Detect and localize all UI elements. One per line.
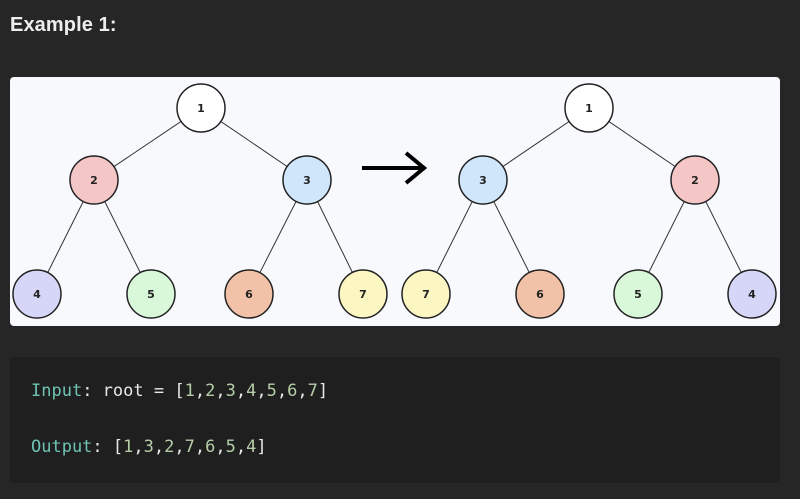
example-code-block: Input: root = [1,2,3,4,5,6,7] Output: [1…	[10, 357, 780, 483]
tree-node: 2	[670, 155, 720, 205]
array-value: 3	[143, 437, 154, 457]
tree-node: 5	[126, 269, 176, 319]
array-value: 2	[164, 437, 175, 457]
svg-text:5: 5	[147, 288, 155, 301]
svg-text:2: 2	[90, 174, 98, 187]
array-value: 2	[205, 381, 216, 401]
tree-diagram-svg: 1 2 3 4 5	[12, 83, 777, 319]
svg-text:1: 1	[585, 102, 593, 115]
array-value: 1	[184, 381, 195, 401]
tree-node: 7	[338, 269, 388, 319]
svg-text:4: 4	[33, 288, 41, 301]
array-value: 7	[307, 381, 318, 401]
tree-diagram: 1 2 3 4 5	[10, 77, 780, 326]
arrow-right-icon	[362, 151, 428, 185]
svg-text:6: 6	[536, 288, 544, 301]
output-line: Output: [1,3,2,7,6,5,4]	[31, 437, 267, 457]
tree-node: 6	[515, 269, 565, 319]
tree-node: 3	[282, 155, 332, 205]
array-value: 3	[225, 381, 236, 401]
tree-node: 7	[401, 269, 451, 319]
tree-node: 6	[224, 269, 274, 319]
output-tree: 1 3 2 7 6	[401, 83, 777, 319]
array-value: 4	[246, 437, 257, 457]
tree-node: 3	[458, 155, 508, 205]
svg-text:3: 3	[303, 174, 311, 187]
input-label: Input	[31, 381, 83, 401]
svg-text:5: 5	[634, 288, 642, 301]
array-value: 7	[184, 437, 195, 457]
tree-node: 4	[12, 269, 62, 319]
array-value: 5	[266, 381, 277, 401]
array-value: 4	[246, 381, 257, 401]
input-line: Input: root = [1,2,3,4,5,6,7]	[31, 381, 329, 401]
svg-text:7: 7	[422, 288, 430, 301]
array-value: 6	[287, 381, 298, 401]
svg-text:1: 1	[197, 102, 205, 115]
tree-node: 5	[613, 269, 663, 319]
output-label: Output	[31, 437, 93, 457]
svg-text:6: 6	[245, 288, 253, 301]
array-value: 6	[205, 437, 216, 457]
example-title: Example 1:	[10, 14, 117, 36]
svg-text:7: 7	[359, 288, 367, 301]
tree-node: 4	[727, 269, 777, 319]
array-value: 5	[225, 437, 236, 457]
tree-node: 2	[69, 155, 119, 205]
array-value: 1	[123, 437, 134, 457]
svg-text:2: 2	[691, 174, 699, 187]
tree-node: 1	[176, 83, 226, 133]
input-prefix: : root =	[82, 381, 175, 401]
input-tree: 1 2 3 4 5	[12, 83, 388, 319]
svg-text:4: 4	[748, 288, 756, 301]
tree-node: 1	[564, 83, 614, 133]
svg-text:3: 3	[479, 174, 487, 187]
output-prefix: :	[92, 437, 113, 457]
